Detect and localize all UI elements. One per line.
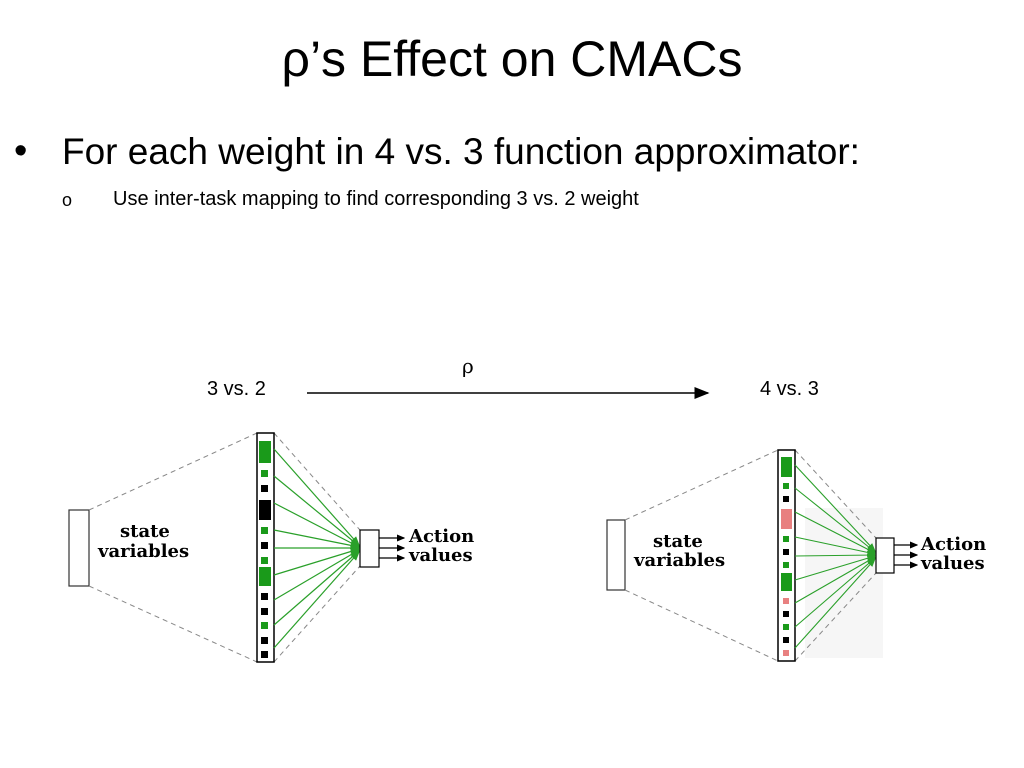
left-cmac-diagram: state variables Action values [68,432,474,663]
left-green-arrows [273,448,361,649]
left-action-label-1: Action [408,526,474,547]
left-action-label-2: values [408,545,473,566]
left-state-label-1: state [120,521,170,542]
rho-label: ρ [462,354,474,378]
right-action-box [875,537,895,574]
sub-bullet-marker: o [62,190,73,210]
sub-bullet-text: Use inter-task mapping to find correspon… [113,188,639,210]
left-state-label-2: variables [97,541,189,562]
right-state-label-1: state [653,531,703,552]
right-action-label-1: Action [920,534,986,555]
bullet-marker: • [14,130,28,172]
right-state-label-2: variables [633,550,725,571]
right-state-box [606,519,626,591]
left-action-box [359,529,380,568]
source-task-label: 3 vs. 2 [207,378,266,400]
right-green-arrows [794,464,877,649]
right-tiles [781,457,792,656]
left-state-box [68,509,90,587]
right-action-label-2: values [920,553,985,574]
slide-title: ρ’s Effect on CMACs [281,31,743,87]
right-cmac-diagram: state variables Action values [606,449,986,662]
target-task-label: 4 vs. 3 [760,378,819,400]
left-tiles [259,441,271,658]
bullet-text: For each weight in 4 vs. 3 function appr… [62,131,860,172]
